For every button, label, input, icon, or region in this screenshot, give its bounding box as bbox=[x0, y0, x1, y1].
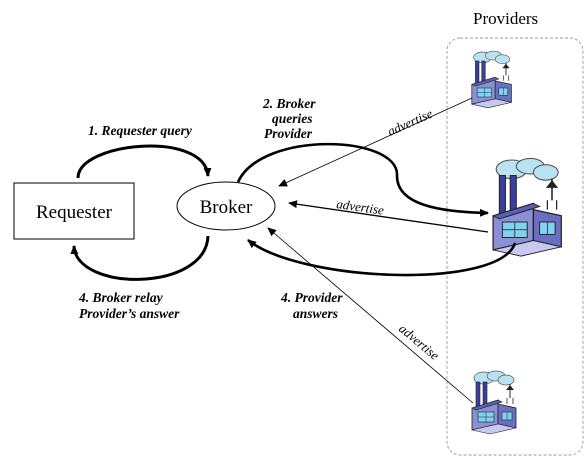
step2-label-line1: 2. Broker bbox=[262, 96, 316, 111]
advertise-label-middle: advertise bbox=[336, 196, 386, 218]
requester-query-arrow bbox=[76, 144, 212, 179]
providers-container bbox=[446, 37, 584, 456]
requester-label: Requester bbox=[36, 202, 113, 223]
provider-answers-arrow bbox=[247, 238, 517, 277]
step2-label-line2: queries bbox=[272, 111, 313, 126]
advertise-arrow-top bbox=[278, 97, 473, 187]
step4-relay-label-line2: Provider’s answer bbox=[79, 306, 180, 321]
step4-relay-label-line1: 4. Broker relay bbox=[78, 290, 164, 305]
step2-label-line3: Provider bbox=[264, 126, 313, 141]
step4-provider-label-line1: 4. Provider bbox=[280, 290, 343, 305]
factory-icon bbox=[492, 157, 563, 257]
step4-provider-label-line2: answers bbox=[293, 306, 338, 321]
broker-queries-provider-arrow bbox=[236, 142, 489, 217]
broker-ellipse bbox=[176, 181, 276, 231]
requester-box bbox=[13, 182, 135, 240]
broker-relay-arrow bbox=[70, 235, 210, 281]
factory-icon bbox=[471, 370, 517, 435]
providers-title: Providers bbox=[473, 9, 538, 28]
step1-label: 1. Requester query bbox=[88, 123, 193, 138]
advertise-label-top: advertise bbox=[385, 106, 435, 139]
broker-label: Broker bbox=[200, 197, 253, 218]
factory-icon bbox=[471, 50, 512, 109]
advertise-arrow-middle bbox=[288, 200, 489, 233]
advertise-arrow-bottom bbox=[267, 227, 474, 404]
